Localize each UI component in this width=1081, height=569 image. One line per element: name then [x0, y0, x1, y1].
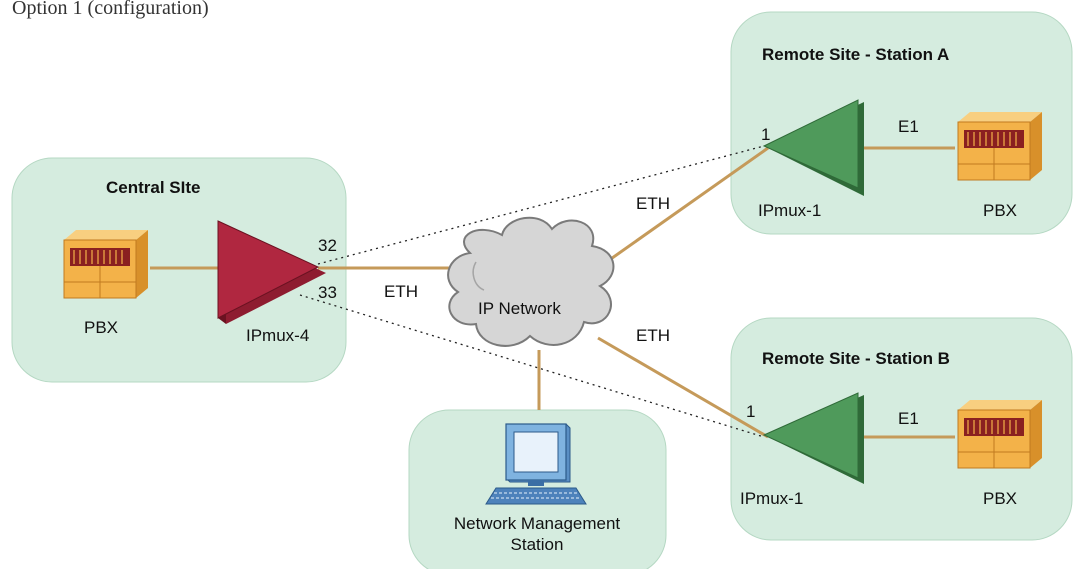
dotted-link-32-to-a — [317, 145, 765, 265]
central-site-title: Central SIte — [106, 178, 200, 197]
station-a-pbx-label: PBX — [983, 201, 1017, 220]
ipmux-1-a-icon — [762, 99, 859, 189]
station-a-mux-label: IPmux-1 — [758, 201, 821, 220]
station-b-pbx-label: PBX — [983, 489, 1017, 508]
station-b-mux-label: IPmux-1 — [740, 489, 803, 508]
central-site-panel — [11, 157, 347, 383]
station-b-eth-label: ETH — [636, 326, 670, 345]
central-pbx-label: PBX — [84, 318, 118, 337]
station-a-eth-label: ETH — [636, 194, 670, 213]
station-b-port-label: 1 — [746, 402, 755, 421]
header-text: Option 1 (configuration) — [12, 0, 209, 19]
ip-network-cloud — [447, 216, 615, 347]
central-eth-label: ETH — [384, 282, 418, 301]
nms-label-line2: Station — [511, 535, 564, 554]
station-b-panel — [730, 317, 1073, 541]
nms-label-line1: Network Management — [454, 514, 621, 533]
ipmux-1-b-icon — [762, 392, 859, 479]
port-33-label: 33 — [318, 283, 337, 302]
ipmux-4-label: IPmux-4 — [246, 326, 309, 345]
pbx-icon — [957, 400, 1042, 469]
station-b-title: Remote Site - Station B — [762, 349, 950, 368]
link-station-b-eth — [597, 336, 769, 439]
ip-network-label: IP Network — [478, 299, 561, 318]
pbx-icon — [957, 112, 1042, 181]
port-32-label: 32 — [318, 236, 337, 255]
station-a-title: Remote Site - Station A — [762, 45, 949, 64]
link-station-a-eth — [597, 146, 769, 270]
ipmux-4-icon — [217, 220, 320, 319]
station-a-e1-label: E1 — [898, 117, 919, 136]
workstation-icon — [485, 423, 587, 505]
pbx-icon — [63, 230, 148, 299]
station-a-port-label: 1 — [761, 125, 770, 144]
station-b-e1-label: E1 — [898, 409, 919, 428]
